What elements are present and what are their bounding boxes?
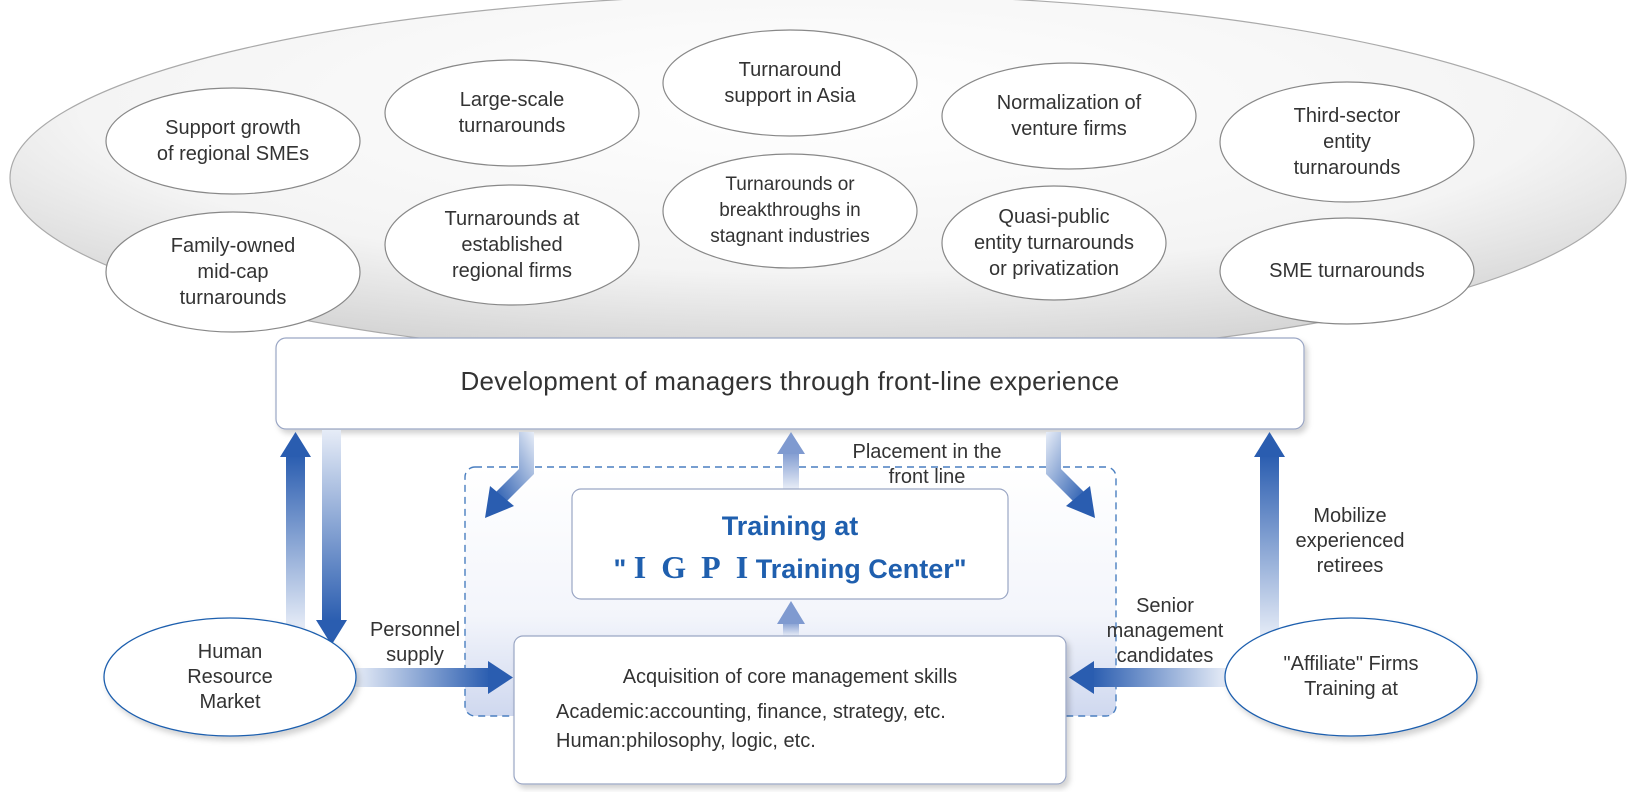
senior-candidates-arrow xyxy=(1069,661,1226,694)
mobilize-label: Mobilize experienced retirees xyxy=(1295,505,1405,577)
oval-label: Third-sector entity turnarounds xyxy=(1293,105,1401,179)
affiliate-to-development-arrow xyxy=(1254,432,1285,637)
oval-stagnant xyxy=(662,153,918,269)
oval-established-regional xyxy=(384,184,640,306)
hr-market-oval xyxy=(103,617,357,737)
personnel-supply-arrow xyxy=(355,661,513,694)
core-skills-box xyxy=(513,635,1067,785)
hr-to-development-arrow xyxy=(280,432,311,628)
training-center-box xyxy=(571,488,1009,600)
training-line1: Training at xyxy=(721,511,859,541)
oval-label: Turnarounds or breakthroughs in stagnant… xyxy=(710,174,870,247)
development-to-training-left-arrow xyxy=(485,432,534,518)
core-human: Human:philosophy, logic, etc. xyxy=(556,730,816,752)
oval-family-owned xyxy=(105,211,361,333)
placement-label: Placement in the front line xyxy=(852,441,1002,488)
oval-venture xyxy=(941,62,1197,170)
oval-label: Turnaround support in Asia xyxy=(724,59,856,107)
oval-label: Quasi-public entity turnarounds or priva… xyxy=(973,206,1135,280)
igpi-letter-i2: I xyxy=(735,549,749,585)
oval-asia xyxy=(662,29,918,137)
oval-sme xyxy=(1219,217,1475,325)
core-academic: Academic:accounting, finance, strategy, … xyxy=(556,701,946,723)
oval-label: SME turnarounds xyxy=(1269,260,1425,282)
oval-label: Normalization of venture firms xyxy=(996,92,1142,140)
development-title: Development of managers through front-li… xyxy=(460,366,1120,396)
training-line2-tail: Training Center" xyxy=(755,554,967,584)
personnel-supply-label: Personnel supply xyxy=(369,619,461,666)
oval-support-growth xyxy=(105,87,361,195)
oval-quasi-public xyxy=(941,185,1167,301)
development-to-training-right-arrow xyxy=(1046,432,1095,518)
oval-large-scale xyxy=(384,59,640,167)
oval-label: Turnarounds at established regional firm… xyxy=(444,208,580,282)
affiliate-label: "Affiliate" Firms Training at xyxy=(1283,653,1419,700)
oval-label: Support growth of regional SMEs xyxy=(156,117,310,165)
placement-arrow xyxy=(777,432,805,489)
igpi-letter-p: P xyxy=(701,549,721,585)
oval-label: Large-scale turnarounds xyxy=(458,89,566,137)
core-title: Acquisition of core management skills xyxy=(622,666,958,688)
igpi-letter-i: I xyxy=(633,549,647,585)
oval-label: Family-owned mid-cap turnarounds xyxy=(170,235,296,309)
affiliate-oval xyxy=(1224,617,1478,737)
oval-third-sector xyxy=(1219,81,1475,203)
training-line2: " I G P I Training Center" xyxy=(572,548,1008,586)
hr-market-label: Human Resource Market xyxy=(187,641,273,713)
development-to-hr-arrow xyxy=(316,430,347,645)
core-to-training-arrow xyxy=(777,601,805,636)
senior-candidates-label: Senior management candidates xyxy=(1106,595,1224,667)
igpi-letter-g: G xyxy=(661,549,687,585)
quote-open: " xyxy=(613,554,627,584)
development-box xyxy=(275,337,1305,430)
